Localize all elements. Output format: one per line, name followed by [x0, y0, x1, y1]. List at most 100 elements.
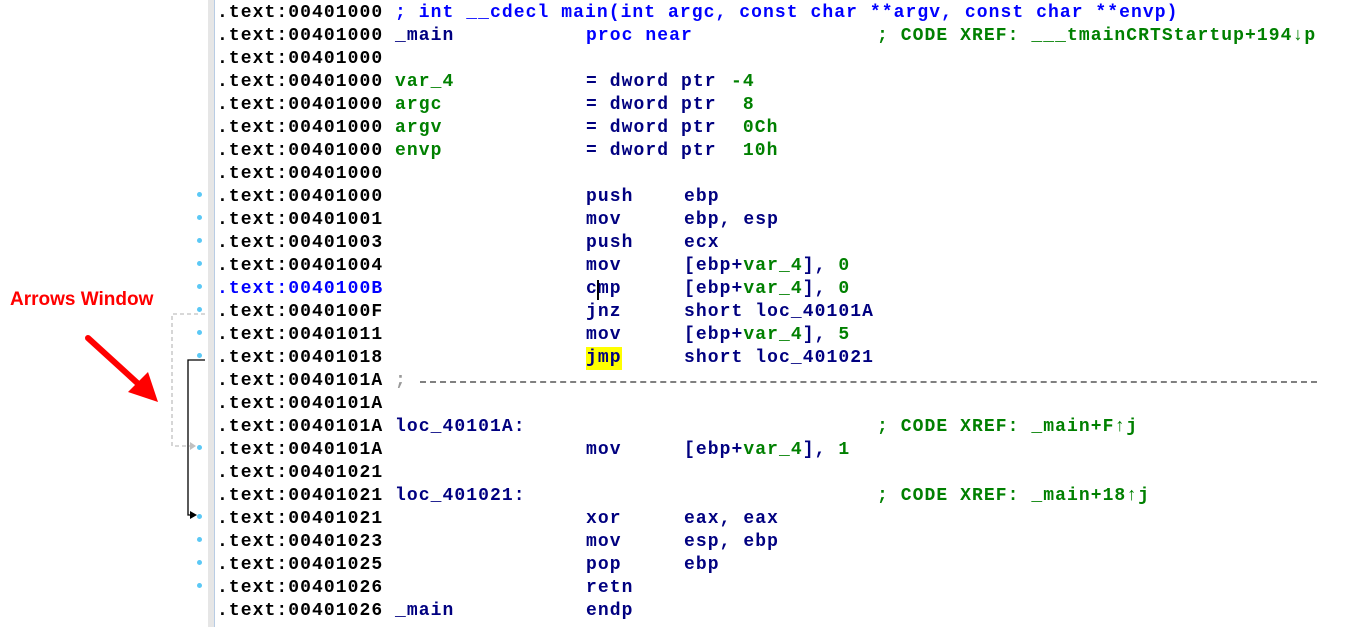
line-label[interactable]: argc: [395, 95, 443, 115]
mnemonic[interactable]: mov: [586, 440, 622, 460]
line-address[interactable]: .text:00401026: [217, 601, 384, 621]
listing-line[interactable]: .text:00401026 _main endp: [214, 600, 1347, 623]
mnemonic[interactable]: retn: [586, 578, 634, 598]
breakpoint-dot[interactable]: [197, 353, 202, 358]
mnemonic[interactable]: endp: [586, 601, 634, 621]
line-address[interactable]: .text:00401011: [217, 325, 384, 345]
line-address[interactable]: .text:0040101A: [217, 394, 384, 414]
operands[interactable]: [ebp+var_4], 5: [684, 324, 850, 347]
mnemonic[interactable]: = dword ptr: [586, 141, 717, 161]
operands[interactable]: -4: [731, 71, 755, 94]
operands[interactable]: short loc_401021: [684, 347, 874, 370]
mnemonic[interactable]: xor: [586, 509, 622, 529]
line-label[interactable]: loc_40101A:: [395, 417, 526, 437]
mnemonic[interactable]: pop: [586, 555, 622, 575]
line-address[interactable]: .text:00401000: [217, 72, 384, 92]
breakpoint-dot[interactable]: [197, 330, 202, 335]
breakpoint-dot[interactable]: [197, 192, 202, 197]
line-address[interactable]: .text:0040100B: [217, 279, 384, 299]
jmp-branch-arrow[interactable]: [187, 359, 205, 519]
line-address[interactable]: .text:00401026: [217, 578, 384, 598]
operands[interactable]: 0Ch: [731, 117, 779, 140]
line-address[interactable]: .text:0040100F: [217, 302, 384, 322]
breakpoint-dot[interactable]: [197, 284, 202, 289]
listing-line[interactable]: .text:00401000: [214, 48, 1347, 71]
line-address[interactable]: .text:00401000: [217, 95, 384, 115]
listing-line[interactable]: .text:00401011 mov [ebp+var_4], 5: [214, 324, 1347, 347]
line-address[interactable]: .text:00401025: [217, 555, 384, 575]
line-label[interactable]: loc_401021:: [395, 486, 526, 506]
line-label[interactable]: _main: [395, 601, 455, 621]
breakpoint-dot[interactable]: [197, 238, 202, 243]
line-address[interactable]: .text:00401000: [217, 3, 384, 23]
line-address[interactable]: .text:00401023: [217, 532, 384, 552]
mnemonic[interactable]: = dword ptr: [586, 72, 717, 92]
operands[interactable]: 8: [731, 94, 755, 117]
breakpoint-dot[interactable]: [197, 445, 202, 450]
operands[interactable]: [ebp+var_4], 0: [684, 278, 850, 301]
mnemonic[interactable]: mov: [586, 210, 622, 230]
line-address[interactable]: .text:00401000: [217, 26, 384, 46]
operands[interactable]: 10h: [731, 140, 779, 163]
mnemonic[interactable]: push: [586, 233, 634, 253]
listing-line[interactable]: .text:0040101A;: [214, 370, 1347, 393]
listing-line[interactable]: .text:00401000 push ebp: [214, 186, 1347, 209]
line-address[interactable]: .text:00401001: [217, 210, 384, 230]
breakpoint-dot[interactable]: [197, 583, 202, 588]
line-label[interactable]: var_4: [395, 72, 455, 92]
xref-comment[interactable]: ; CODE XREF: ___tmainCRTStartup+194↓p: [877, 26, 1317, 46]
mnemonic[interactable]: mov: [586, 256, 622, 276]
listing-line[interactable]: .text:00401000 var_4 = dword ptr -4: [214, 71, 1347, 94]
operands[interactable]: [ebp+var_4], 1: [684, 439, 850, 462]
listing-line[interactable]: .text:0040101A: [214, 393, 1347, 416]
breakpoint-dot[interactable]: [197, 215, 202, 220]
mnemonic[interactable]: proc near: [586, 26, 693, 46]
line-address[interactable]: .text:00401000: [217, 187, 384, 207]
listing-line[interactable]: .text:00401000; int __cdecl main(int arg…: [214, 2, 1347, 25]
listing-line[interactable]: .text:00401023 mov esp, ebp: [214, 531, 1347, 554]
line-address[interactable]: .text:0040101A: [217, 417, 384, 437]
line-label[interactable]: _main: [395, 26, 455, 46]
listing-line[interactable]: .text:00401000 _main proc near ; CODE XREF:…: [214, 25, 1347, 48]
mnemonic[interactable]: cmp: [586, 279, 622, 299]
operands[interactable]: ebp: [684, 554, 720, 577]
breakpoint-dot[interactable]: [197, 261, 202, 266]
line-address[interactable]: .text:0040101A: [217, 371, 384, 391]
line-address[interactable]: .text:00401000: [217, 164, 384, 184]
line-address[interactable]: .text:00401021: [217, 463, 384, 483]
line-address[interactable]: .text:00401004: [217, 256, 384, 276]
breakpoint-dot[interactable]: [197, 560, 202, 565]
mnemonic[interactable]: mov: [586, 532, 622, 552]
listing-line[interactable]: .text:0040101A mov [ebp+var_4], 1: [214, 439, 1347, 462]
mnemonic[interactable]: push: [586, 187, 634, 207]
disassembly-listing[interactable]: .text:00401000; int __cdecl main(int arg…: [208, 0, 1347, 627]
breakpoint-dot[interactable]: [197, 537, 202, 542]
line-address[interactable]: .text:00401018: [217, 348, 384, 368]
line-address[interactable]: .text:0040101A: [217, 440, 384, 460]
breakpoint-dot[interactable]: [197, 307, 202, 312]
mnemonic[interactable]: jnz: [586, 302, 622, 322]
line-label[interactable]: envp: [395, 141, 443, 161]
line-label[interactable]: argv: [395, 118, 443, 138]
mnemonic[interactable]: mov: [586, 325, 622, 345]
line-address[interactable]: .text:00401021: [217, 509, 384, 529]
line-address[interactable]: .text:00401003: [217, 233, 384, 253]
listing-line[interactable]: .text:00401000: [214, 163, 1347, 186]
operands[interactable]: eax, eax: [684, 508, 779, 531]
operands[interactable]: esp, ebp: [684, 531, 779, 554]
line-address[interactable]: .text:00401021: [217, 486, 384, 506]
listing-line[interactable]: .text:00401021 xor eax, eax: [214, 508, 1347, 531]
operands[interactable]: ebp: [684, 186, 720, 209]
listing-line[interactable]: .text:00401025 pop ebp: [214, 554, 1347, 577]
operands[interactable]: ebp, esp: [684, 209, 779, 232]
listing-line[interactable]: .text:00401026 retn: [214, 577, 1347, 600]
operands[interactable]: [ebp+var_4], 0: [684, 255, 850, 278]
